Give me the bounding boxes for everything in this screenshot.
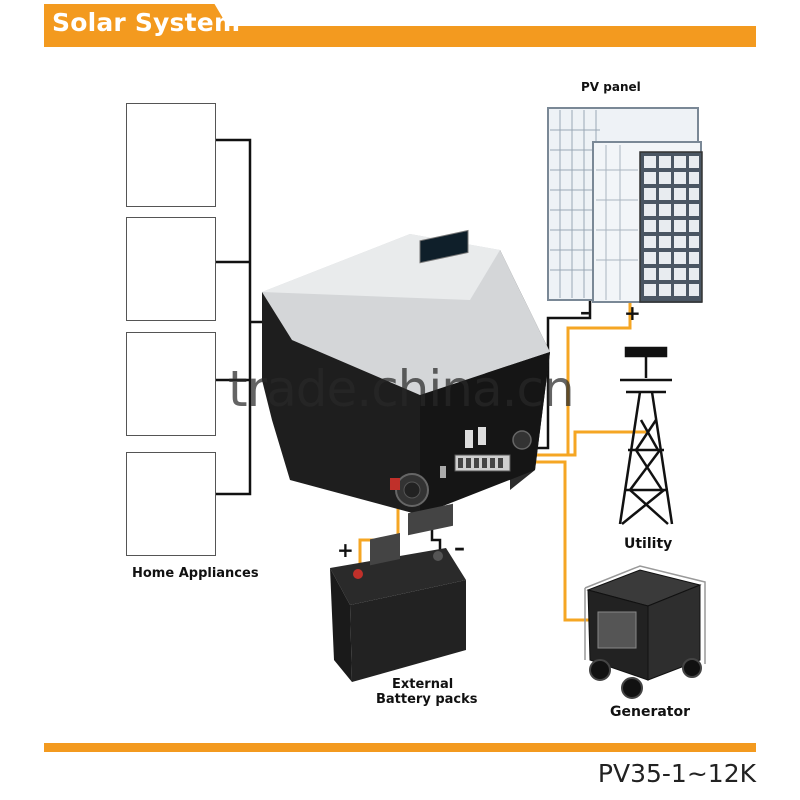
battery [330, 503, 466, 682]
battery-minus-sign: – [454, 536, 465, 561]
generator [584, 565, 706, 699]
model-label: PV35-1~12K [597, 759, 756, 788]
page-title: Solar System [52, 8, 241, 37]
watermark-text: trade.china.cn [228, 360, 575, 418]
pv-minus-sign: – [580, 300, 590, 324]
pv-panel-front [596, 145, 703, 303]
appliance-laptop-box [126, 452, 216, 556]
appliance-refrigerator-box [126, 103, 216, 207]
pv-plus-sign: + [624, 301, 641, 325]
battery-label-line2: Battery packs [376, 692, 478, 707]
generator-label: Generator [610, 704, 691, 720]
battery-label-line1: External [392, 677, 454, 692]
appliance-air-conditioner-box [126, 332, 216, 436]
utility-label: Utility [624, 536, 673, 552]
inverter [262, 229, 550, 515]
pv-panel-label: PV panel [581, 80, 641, 94]
header-tab [44, 4, 240, 47]
footer-bar [44, 743, 756, 752]
home-appliances-label: Home Appliances [132, 566, 259, 581]
appliance-wires [215, 138, 268, 496]
appliance-washing-machine-box [126, 217, 216, 321]
battery-plus-sign: + [337, 538, 354, 562]
utility-tower [618, 346, 674, 525]
